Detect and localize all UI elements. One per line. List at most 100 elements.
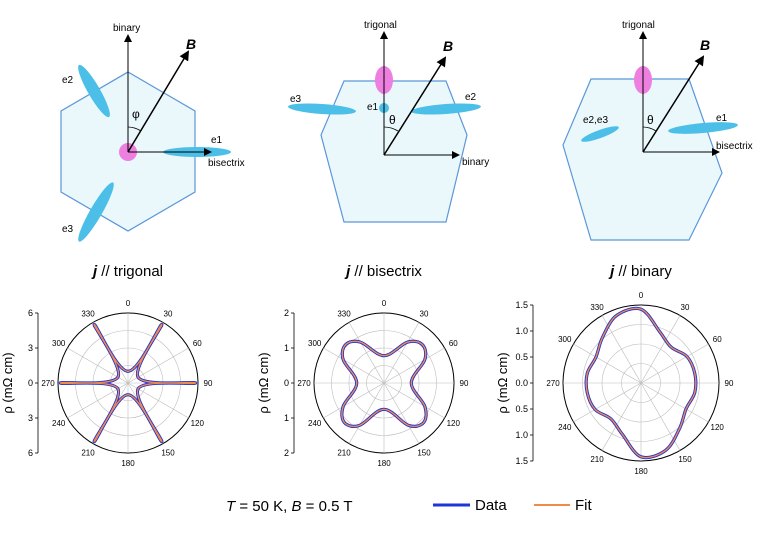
series-fit <box>585 307 697 459</box>
grid-spoke <box>640 382 709 423</box>
radial-axis-label: ρ (mΩ cm) <box>256 352 271 413</box>
angle-tick-label: 300 <box>558 335 572 344</box>
chart-title: j // trigonal <box>91 263 163 280</box>
grid-spoke <box>323 382 385 419</box>
angle-arc <box>642 126 657 132</box>
radial-tick-label: 0 <box>28 378 33 388</box>
radial-tick-label: 3 <box>28 343 33 353</box>
angle-tick-label: 180 <box>634 467 648 476</box>
field-value: = 0.5 T <box>301 498 352 515</box>
angle-tick-label: 180 <box>377 459 391 468</box>
field-arrow <box>383 56 447 156</box>
angle-tick-label: 150 <box>161 448 175 457</box>
radial-tick-label: 6 <box>28 448 33 458</box>
radial-tick-label: 2 <box>284 448 289 458</box>
horizontal-axis-label: bisectrix <box>716 141 753 152</box>
angle-arc <box>383 126 399 132</box>
schematic-binary: trigonal bisectrix B θ e1 e2,e3 <box>562 20 753 241</box>
grid-spoke <box>383 322 420 384</box>
polar-chart-trigonal: j // trigonal030609012015018021024027030… <box>0 263 213 468</box>
schematic-trigonal: binary bisectrix B φ e1 e2 e3 <box>60 23 245 242</box>
chart-title: j // binary <box>608 263 672 280</box>
field-arrow <box>127 50 190 153</box>
angle-tick-label: 30 <box>420 310 429 319</box>
grid-spoke <box>383 382 420 444</box>
field-symbol: B <box>291 498 301 515</box>
angle-arc <box>127 126 142 132</box>
ellipse-label-e3: e3 <box>62 224 74 235</box>
vertical-axis-label: trigonal <box>622 20 655 31</box>
angle-tick-label: 0 <box>126 299 131 308</box>
angle-tick-label: 240 <box>308 419 322 428</box>
angle-label: θ <box>389 113 396 127</box>
angle-tick-label: 150 <box>417 448 431 457</box>
angle-tick-label: 90 <box>204 379 213 388</box>
radial-tick-label: 0.5 <box>515 404 528 414</box>
angle-tick-label: 270 <box>297 379 311 388</box>
grid-spoke <box>573 343 642 384</box>
grid-spoke <box>383 382 445 419</box>
grid-spoke <box>383 347 445 384</box>
angle-tick-label: 240 <box>558 423 572 432</box>
radial-tick-label: 6 <box>28 308 33 318</box>
angle-tick-label: 90 <box>460 379 469 388</box>
angle-tick-label: 60 <box>193 339 202 348</box>
title-j: j <box>344 263 351 280</box>
angle-tick-label: 60 <box>449 339 458 348</box>
grid-spoke <box>640 315 681 384</box>
polar-chart-bisectrix: j // bisectrix 0 30 60 90 1 2 0 150 180 210 240 270 3… <box>256 263 469 468</box>
field-label: B <box>443 38 453 54</box>
schematic-bisectrix: trigonal binary B θ e1 e2 e3 <box>288 20 489 223</box>
angle-tick-label: 120 <box>191 419 205 428</box>
field-arrow <box>642 55 705 153</box>
angle-tick-label: 0 <box>639 291 644 300</box>
ellipse-label-e2: e2 <box>62 75 74 86</box>
legend-label-fit: Fit <box>575 497 592 514</box>
title-direction: // binary <box>614 263 672 280</box>
angle-label: θ <box>647 113 654 127</box>
angle-tick-label: 300 <box>52 339 66 348</box>
grid-spoke <box>323 347 385 384</box>
legend: Data Fit <box>433 497 592 514</box>
ellipsoid-e2 <box>78 64 110 118</box>
conditions-text: T = 50 K, B = 0.5 T <box>226 498 353 515</box>
chart-title: j // bisectrix <box>344 263 422 280</box>
temperature-value: = 50 K, <box>235 498 291 515</box>
grid-spoke <box>348 322 385 384</box>
angle-tick-label: 30 <box>681 303 690 312</box>
radial-axis-label: ρ (mΩ cm) <box>0 352 15 413</box>
angle-tick-label: 60 <box>713 335 722 344</box>
radial-tick-label: 0 <box>284 378 289 388</box>
ellipsoid-e2e3 <box>581 126 619 142</box>
angle-tick-label: 330 <box>81 310 95 319</box>
radial-axis-label: ρ (mΩ cm) <box>495 352 510 413</box>
grid-spoke <box>640 343 709 384</box>
ellipse-label-e2e3: e2,e3 <box>583 115 608 126</box>
vertical-axis-label: trigonal <box>364 20 397 31</box>
angle-tick-label: 0 <box>382 299 387 308</box>
radial-tick-label: 3 <box>28 413 33 423</box>
field-label: B <box>186 36 196 52</box>
radial-tick-label: 1 <box>284 343 289 353</box>
angle-tick-label: 240 <box>52 419 66 428</box>
angle-tick-label: 210 <box>81 448 95 457</box>
ellipse-label-e1: e1 <box>716 113 728 124</box>
ellipsoid-e2 <box>411 103 481 115</box>
series-fit <box>341 340 427 428</box>
title-j: j <box>91 263 98 280</box>
angle-tick-label: 210 <box>337 448 351 457</box>
angle-tick-label: 330 <box>590 303 604 312</box>
ellipsoid-e3 <box>288 103 356 115</box>
radial-tick-label: 0.0 <box>515 378 528 388</box>
field-label: B <box>700 37 710 53</box>
angle-tick-label: 120 <box>711 423 725 432</box>
radial-tick-label: 1 <box>284 413 289 423</box>
ellipse-label-e3: e3 <box>290 94 302 105</box>
radial-tick-label: 1.5 <box>515 456 528 466</box>
radial-tick-label: 1.5 <box>515 300 528 310</box>
horizontal-axis-label: bisectrix <box>208 158 245 169</box>
title-direction: // trigonal <box>97 263 163 280</box>
angle-tick-label: 300 <box>308 339 322 348</box>
angle-tick-label: 330 <box>337 310 351 319</box>
